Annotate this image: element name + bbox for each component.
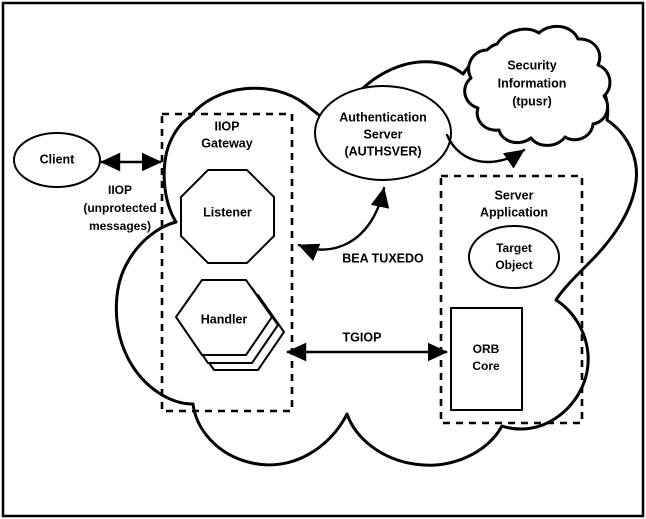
listener-octagon[interactable] — [180, 169, 275, 264]
listener-label: Listener — [203, 205, 252, 219]
security-information-cloud-shape — [463, 24, 612, 147]
target-object-label-line1: Target — [496, 241, 532, 255]
server-application-label-line2: Application — [480, 205, 548, 219]
orb-core-label-line2: Core — [472, 359, 500, 373]
tgiop-edge-label: TGIOP — [343, 330, 382, 344]
iiop-gateway-box[interactable] — [160, 112, 294, 413]
orb-core-label-line1: ORB — [473, 342, 500, 356]
handler-hexagon-front[interactable] — [174, 279, 274, 356]
auth-server-label-line3: (AUTHSVER) — [344, 144, 421, 158]
client-label: Client — [40, 152, 76, 166]
orb-core-rectangle[interactable] — [450, 307, 523, 411]
auth-security-connector[interactable] — [445, 133, 526, 169]
iiop-edge-label-line2: (unprotected — [83, 201, 156, 215]
client-ellipse[interactable] — [13, 132, 101, 188]
security-info-label-line2: Information — [498, 76, 567, 90]
auth-server-label-line1: Authentication — [339, 110, 427, 124]
target-object-ellipse[interactable] — [468, 225, 560, 289]
iiop-gateway-label-line2: Gateway — [201, 136, 252, 150]
auth-server-label-line2: Server — [364, 127, 403, 141]
bea-tuxedo-connector[interactable] — [297, 186, 390, 262]
target-object-label-line2: Object — [495, 258, 532, 272]
bea-tuxedo-edge-label: BEA TUXEDO — [342, 251, 424, 265]
security-info-label-line3: (tpusr) — [512, 94, 552, 108]
authentication-server-ellipse[interactable] — [314, 85, 452, 181]
server-application-label-line1: Server — [495, 188, 534, 202]
server-application-box[interactable] — [439, 174, 584, 425]
handler-label: Handler — [201, 312, 248, 326]
iiop-edge-label-line1: IIOP — [108, 183, 132, 197]
iiop-gateway-label-line1: IIOP — [214, 119, 239, 133]
iiop-edge-label-line3: messages) — [89, 219, 151, 233]
security-info-label-line1: Security — [507, 58, 556, 72]
